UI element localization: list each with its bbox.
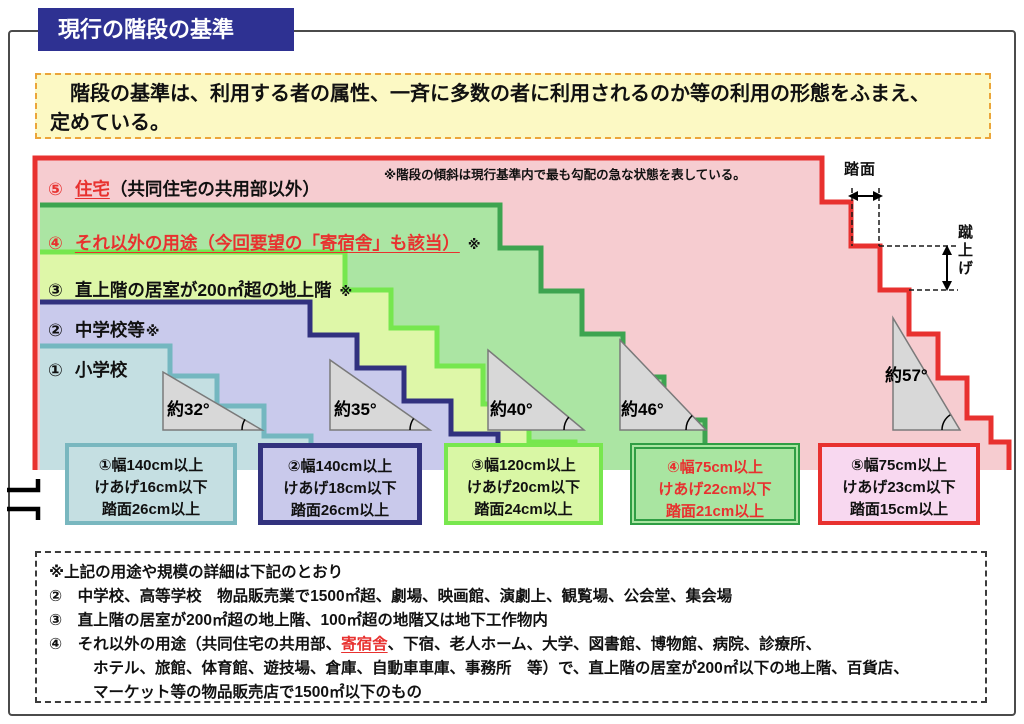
region-3-stair-outline	[40, 249, 578, 470]
angle-triangle-32	[162, 370, 265, 431]
spec-4-tread: 踏面21cm以上	[665, 502, 765, 520]
angle-triangle-57	[892, 315, 962, 431]
spec-3-tread: 踏面24cm以上	[474, 500, 573, 518]
footnote-line-4-highlight: 寄宿舎	[341, 636, 388, 653]
category-number-1: ①	[48, 360, 63, 380]
angle-arc-46	[685, 415, 693, 431]
category-text-5: （共同住宅の共用部以外）	[109, 179, 320, 199]
riser-arrow	[942, 245, 952, 291]
spec-5-riser: けあげ23cm以下	[842, 478, 956, 496]
spec-box-2: ②幅140cm以上 けあげ18cm以下 踏面26cm以上	[258, 443, 422, 525]
footnote-line-4-post: 、下宿、老人ホーム、大学、図書館、博物館、病院、診療所、	[387, 636, 822, 653]
break-mark-top	[7, 479, 41, 493]
footnote-line-5: ホテル、旅館、体育館、遊技場、倉庫、自動車車庫、事務所 等）で、直上階の居室が2…	[93, 660, 909, 677]
footnote-box: ※上記の用途や規模の詳細は下記のとおり ② 中学校、高等学校 物品販売業で150…	[35, 551, 987, 703]
category-link-4: それ以外の用途（今回要望の「寄宿舎」も該当）	[74, 233, 460, 253]
spec-box-1: ①幅140cm以上 けあげ16cm以下 踏面26cm以上	[65, 443, 237, 525]
break-mark-bottom	[7, 506, 41, 520]
spec-2-width: ②幅140cm以上	[287, 458, 393, 475]
region-5-stair-outline	[32, 155, 1012, 470]
category-number-2: ②	[48, 320, 63, 340]
intro-box: 階段の基準は、利用する者の属性、一斉に多数の者に利用されるのか等の利用の形態をふ…	[35, 73, 991, 139]
tread-arrow	[848, 191, 883, 201]
spec-3-riser: けあげ20cm以下	[466, 478, 581, 496]
angle-label-40: 約40°	[490, 400, 533, 419]
category-label-3-upper-floor: ③ 直上階の居室が200㎡超の地上階 ※	[48, 277, 352, 302]
category-asterisk-3: ※	[339, 284, 353, 299]
category-label-5-housing: ⑤ 住宅（共同住宅の共用部以外）	[48, 176, 328, 201]
spec-1-riser: けあげ16cm以下	[94, 478, 208, 496]
angle-triangle-35	[329, 358, 433, 431]
category-text-3: 直上階の居室が200㎡超の地上階	[74, 280, 332, 300]
footnote-line-2: ② 中学校、高等学校 物品販売業で1500㎡超、劇場、映画館、演劇上、観覧場、公…	[49, 588, 733, 605]
category-label-1-elementary: ① 小学校	[48, 357, 135, 382]
angle-arc-40	[563, 416, 570, 431]
angle-arc-32	[241, 419, 246, 431]
spec-5-tread: 踏面15cm以上	[849, 500, 949, 518]
region-2-stair-outline	[40, 299, 501, 470]
spec-2-tread: 踏面26cm以上	[290, 501, 390, 519]
riser-label: 蹴上げ	[956, 224, 973, 278]
angle-label-32: 約32°	[167, 400, 210, 419]
spec-4-riser: けあげ22cm以下	[658, 480, 772, 498]
footnote-line-1: ※上記の用途や規模の詳細は下記のとおり	[49, 564, 344, 581]
spec-4-width: ④幅75cm以上	[666, 459, 764, 476]
angle-triangle-46	[619, 338, 708, 431]
slope-note: ※階段の傾斜は現行基準内で最も勾配の急な状態を表している。	[384, 168, 746, 182]
page-frame	[8, 30, 1016, 716]
category-asterisk-2: ※	[145, 323, 160, 339]
footnote-line-3: ③ 直上階の居室が200㎡超の地上階、100㎡超の地階又は地下工作物内	[49, 612, 548, 629]
angle-arc-35	[409, 418, 415, 431]
spec-box-4: ④幅75cm以上 けあげ22cm以下 踏面21cm以上	[630, 443, 800, 525]
category-label-4-other-uses: ④ それ以外の用途（今回要望の「寄宿舎」も該当） ※	[48, 230, 480, 255]
spec-box-3: ③幅120cm以上 けあげ20cm以下 踏面24cm以上	[444, 443, 603, 525]
angle-label-57: 約57°	[885, 366, 928, 385]
tread-label: 踏面	[844, 161, 877, 178]
angle-arc-57	[941, 414, 951, 431]
spec-3-width: ③幅120cm以上	[471, 457, 576, 474]
category-text-1: 小学校	[74, 360, 128, 380]
footnote-line-6: マーケット等の物品販売店で1500㎡以下のもの	[93, 684, 422, 701]
spec-1-tread: 踏面26cm以上	[101, 500, 201, 518]
angle-label-35: 約35°	[334, 400, 377, 419]
category-number-3: ③	[48, 280, 63, 300]
footnote-line-4: ④ それ以外の用途（共同住宅の共用部、寄宿舎、下宿、老人ホーム、大学、図書館、博…	[49, 633, 973, 657]
page-title: 現行の階段の基準	[38, 8, 294, 51]
category-number-4: ④	[48, 233, 63, 253]
footnote-line-4-pre: ④ それ以外の用途（共同住宅の共用部、	[49, 636, 342, 653]
tread-guide-lines	[851, 188, 958, 291]
intro-line-1: 階段の基準は、利用する者の属性、一斉に多数の者に利用されるのか等の利用の形態をふ…	[50, 83, 930, 105]
intro-line-2: 定めている。	[50, 112, 170, 134]
spec-box-5: ⑤幅75cm以上 けあげ23cm以下 踏面15cm以上	[818, 443, 980, 525]
category-text-2: 中学校等	[74, 320, 145, 340]
spec-2-riser: けあげ18cm以下	[283, 479, 397, 497]
spec-5-width: ⑤幅75cm以上	[850, 457, 948, 474]
category-link-5: 住宅	[74, 179, 110, 199]
category-asterisk-4: ※	[467, 237, 481, 252]
spec-1-width: ①幅140cm以上	[98, 457, 204, 474]
category-number-5: ⑤	[48, 179, 63, 199]
category-label-2-junior-high: ② 中学校等※	[48, 317, 159, 342]
angle-triangle-40	[487, 348, 587, 431]
angle-label-46: 約46°	[621, 400, 664, 419]
